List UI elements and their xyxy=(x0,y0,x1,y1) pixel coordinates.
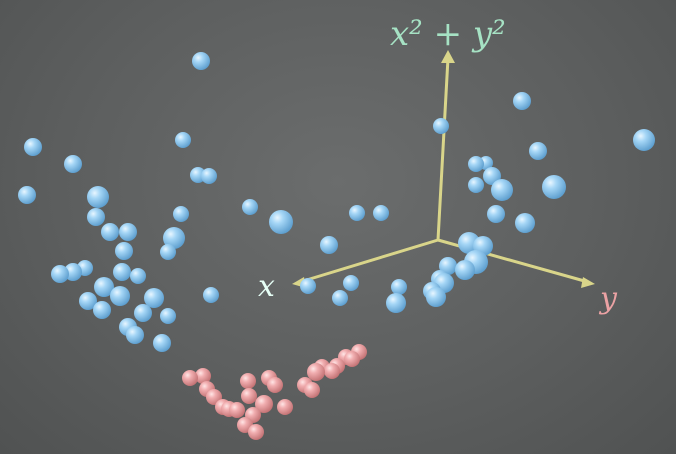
pink-sphere-point xyxy=(248,424,264,440)
blue-sphere-point xyxy=(386,293,406,313)
blue-sphere-point xyxy=(160,244,176,260)
blue-sphere-point xyxy=(175,132,191,148)
pink-sphere-point xyxy=(255,395,273,413)
blue-sphere-point xyxy=(529,142,547,160)
blue-sphere-point xyxy=(18,186,36,204)
z-axis-line xyxy=(436,56,450,242)
pink-sphere-point xyxy=(240,373,256,389)
blue-sphere-point xyxy=(51,265,69,283)
blue-sphere-point xyxy=(332,290,348,306)
blue-sphere-point xyxy=(203,287,219,303)
blue-sphere-point xyxy=(64,155,82,173)
blue-sphere-point xyxy=(144,288,164,308)
blue-sphere-point xyxy=(468,156,484,172)
pink-sphere-point xyxy=(195,368,211,384)
blue-sphere-point xyxy=(426,287,446,307)
blue-sphere-point xyxy=(320,236,338,254)
blue-sphere-point xyxy=(373,205,389,221)
pink-sphere-point xyxy=(277,399,293,415)
pink-sphere-point xyxy=(324,363,340,379)
blue-sphere-point xyxy=(134,304,152,322)
pink-sphere-point xyxy=(182,370,198,386)
blue-sphere-point xyxy=(300,278,316,294)
blue-sphere-point xyxy=(87,186,109,208)
pink-sphere-point xyxy=(344,351,360,367)
blue-sphere-point xyxy=(513,92,531,110)
blue-sphere-point xyxy=(633,129,655,151)
blue-sphere-point xyxy=(173,206,189,222)
blue-sphere-point xyxy=(79,292,97,310)
blue-sphere-point xyxy=(110,286,130,306)
coordinate-axes xyxy=(292,50,595,288)
blue-sphere-point xyxy=(349,205,365,221)
blue-sphere-point xyxy=(515,213,535,233)
blue-sphere-point xyxy=(468,177,484,193)
x-axis-line xyxy=(298,238,440,284)
blue-sphere-point xyxy=(126,326,144,344)
pink-sphere-point xyxy=(307,363,325,381)
pink-sphere-point xyxy=(229,402,245,418)
z-axis-label: x² + y² xyxy=(390,14,506,54)
blue-sphere-point xyxy=(192,52,210,70)
pink-sphere-point xyxy=(241,388,257,404)
blue-sphere-point xyxy=(153,334,171,352)
x-axis-label: x xyxy=(258,269,275,304)
pink-sphere-point xyxy=(304,382,320,398)
blue-sphere-point xyxy=(115,242,133,260)
blue-sphere-point xyxy=(269,210,293,234)
pink-sphere-point xyxy=(267,377,283,393)
blue-sphere-point xyxy=(160,308,176,324)
blue-sphere-point xyxy=(439,257,457,275)
z-axis-arrowhead xyxy=(441,50,455,63)
blue-sphere-point xyxy=(93,301,111,319)
blue-sphere-point xyxy=(242,199,258,215)
blue-sphere-point xyxy=(130,268,146,284)
blue-sphere-point xyxy=(119,223,137,241)
blue-sphere-point xyxy=(391,279,407,295)
blue-sphere-point xyxy=(487,205,505,223)
y-axis-label: y xyxy=(598,281,618,316)
blue-sphere-point xyxy=(343,275,359,291)
blue-sphere-point xyxy=(542,175,566,199)
data-points xyxy=(18,52,655,440)
y-axis-arrowhead xyxy=(581,277,595,288)
blue-sphere-point xyxy=(101,223,119,241)
blue-sphere-point xyxy=(87,208,105,226)
blue-sphere-point xyxy=(433,118,449,134)
blue-sphere-point xyxy=(455,260,475,280)
blue-sphere-point xyxy=(94,277,114,297)
blue-sphere-point xyxy=(163,227,185,249)
blue-sphere-point xyxy=(113,263,131,281)
blue-sphere-point xyxy=(201,168,217,184)
blue-sphere-point xyxy=(491,179,513,201)
blue-sphere-point xyxy=(24,138,42,156)
